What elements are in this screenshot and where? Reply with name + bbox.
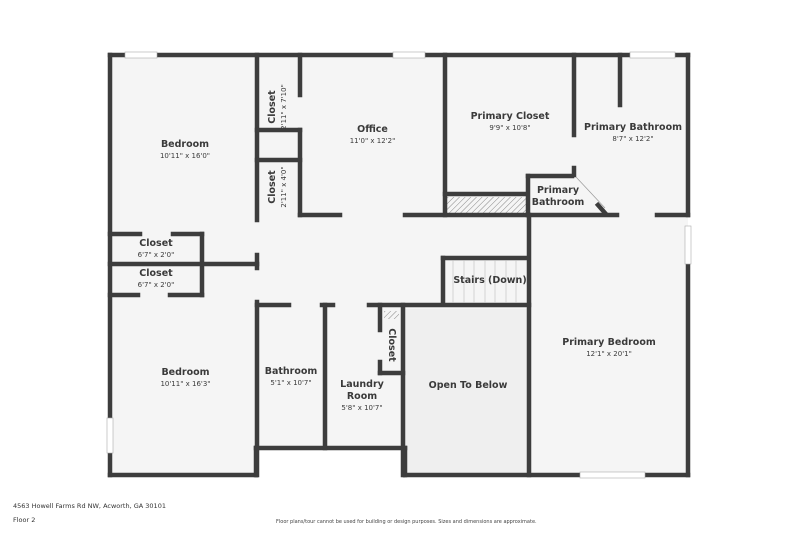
walls: [107, 52, 691, 478]
floor-areas: [110, 55, 688, 478]
windows: [106, 51, 692, 479]
hatched-area-small: [384, 311, 399, 319]
property-address: 4563 Howell Farms Rd NW, Acworth, GA 301…: [13, 502, 166, 510]
wc-door-swing: [575, 176, 606, 209]
open-to-below-area: [405, 309, 529, 475]
disclaimer-text: Floor plans/tour cannot be used for buil…: [276, 519, 537, 525]
hatched-area: [447, 197, 527, 213]
stair-treads: [452, 260, 517, 303]
floor-label: Floor 2: [13, 516, 36, 524]
